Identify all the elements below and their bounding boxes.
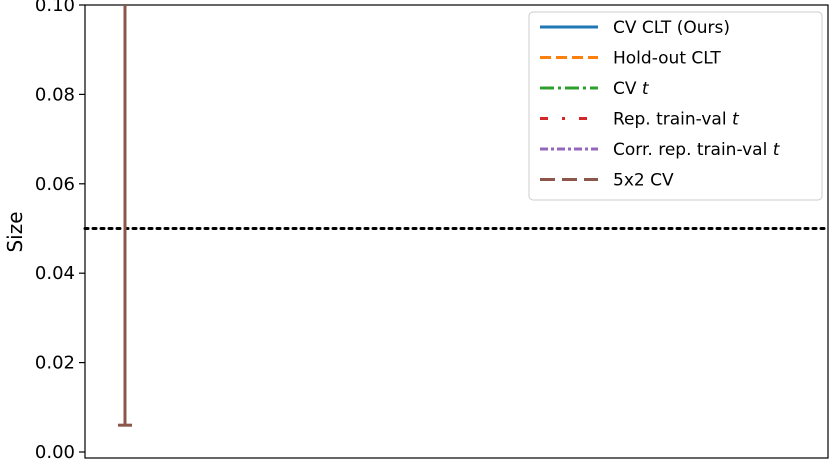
y-tick-label: 0.00 [35,442,75,463]
legend-label: Hold-out CLT [613,49,721,69]
legend: CV CLT (Ours) Hold-out CLT CV t Rep. train-… [528,11,823,201]
errorbars-group [118,5,132,427]
legend-label: Rep. train-val t [613,110,740,130]
legend-box [528,11,823,201]
legend-label: CV t [613,79,650,99]
y-tick-label: 0.06 [35,174,75,195]
legend-label: 5x2 CV [613,171,674,191]
y-axis-label: Size [3,211,27,252]
legend-entries: CV CLT (Ours) Hold-out CLT CV t Rep. train-… [540,18,781,191]
y-tick-label: 0.10 [35,0,75,16]
plot-frame [84,4,829,459]
legend-label: CV CLT (Ours) [613,18,730,38]
legend-label: Corr. rep. train-val t [613,140,781,160]
y-tick-label: 0.08 [35,84,75,105]
y-tick-label: 0.02 [35,353,75,374]
y-tick-label: 0.04 [35,263,75,284]
y-ticks: 0.00 0.02 0.04 0.06 0.08 0.10 [35,0,85,463]
